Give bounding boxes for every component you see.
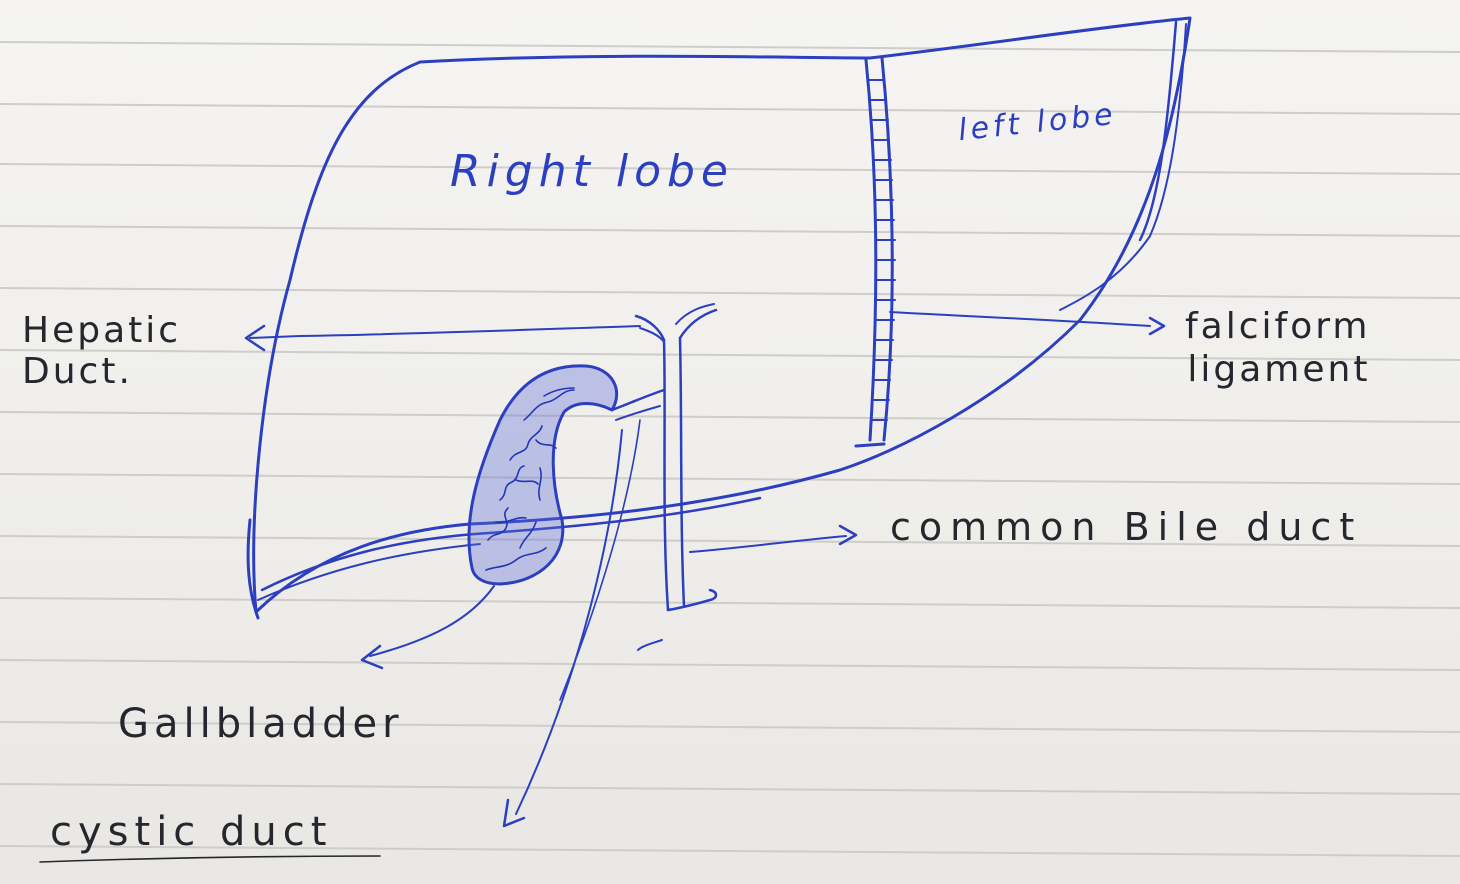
left-lobe-edge <box>1140 22 1176 240</box>
cystic-duct-lower <box>616 406 660 420</box>
common-bile-duct-label: common Bile duct <box>890 508 1362 546</box>
falciform-ligament-left <box>866 60 876 440</box>
falciform-arrowhead <box>1150 318 1164 334</box>
cbd-leader <box>690 536 846 552</box>
gallbladder-label: Gallbladder <box>118 704 404 744</box>
hepatic-duct-right-wall <box>680 338 684 606</box>
falciform-ligament-right <box>882 58 892 440</box>
falciform-leader <box>890 312 1150 326</box>
common-bile-duct-end <box>668 590 716 610</box>
right-lobe-label: Right lobe <box>450 150 734 194</box>
falciform-ligament-label: falciform ligament <box>1185 305 1370 391</box>
cystic-duct-label: cystic duct <box>50 812 332 852</box>
left-lobe-edge-inner <box>1060 24 1186 310</box>
hepatic-duct-leader <box>250 326 640 338</box>
falciform-base <box>856 444 884 446</box>
gallbladder <box>469 366 617 584</box>
gallbladder-arrowhead <box>362 646 382 668</box>
hepatic-duct-left-wall <box>664 340 668 610</box>
common-bile-duct-lower <box>638 640 662 650</box>
hepatic-duct-branch-right <box>680 310 716 338</box>
cbd-arrowhead <box>840 526 856 544</box>
cystic-duct-underline <box>40 856 380 862</box>
liver-outline-third-stroke <box>258 544 480 600</box>
gallbladder-leader <box>370 586 494 656</box>
cystic-duct-leader-second <box>560 420 640 700</box>
hepatic-duct-label: Hepatic Duct. <box>22 310 181 393</box>
